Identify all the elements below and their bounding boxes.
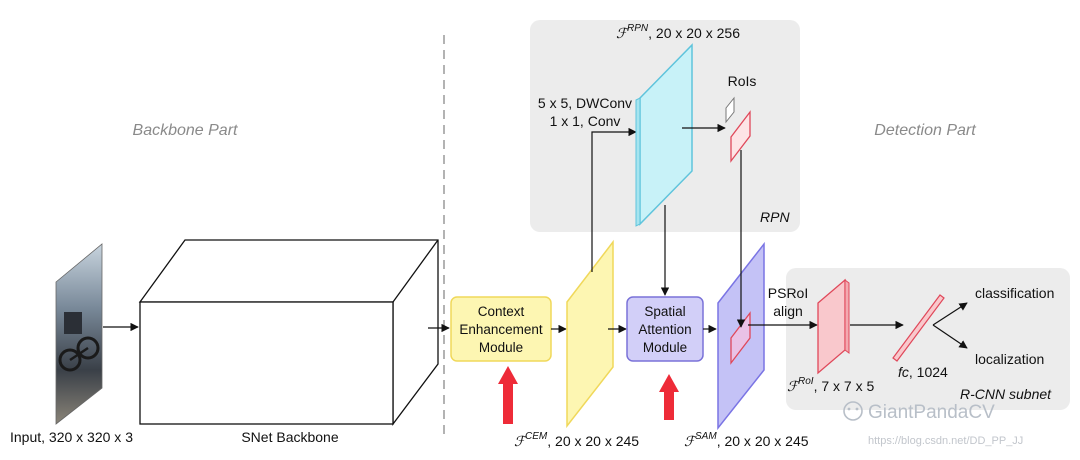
input-image xyxy=(55,243,103,425)
rcnn-panel xyxy=(786,268,1070,410)
backbone-part-title: Backbone Part xyxy=(133,122,239,139)
roi-feature-label: ℱRoI, 7 x 7 x 5 xyxy=(787,376,874,394)
psroi-label-line1: PSRoI xyxy=(768,285,808,301)
rpn-feature-map-edge xyxy=(635,97,641,227)
rois-label: RoIs xyxy=(728,73,757,89)
wechat-icon xyxy=(843,401,863,421)
arrow-fc-localization xyxy=(932,324,968,349)
snet-backbone-box xyxy=(138,239,439,426)
rcnn-subnet-label: R-CNN subnet xyxy=(960,386,1052,402)
rpn-conv-label-line1: 5 x 5, DWConv xyxy=(538,95,632,111)
backbone-label: SNet Backbone xyxy=(241,429,338,445)
roi-box xyxy=(730,110,751,163)
roi-small-box xyxy=(725,96,735,124)
watermark-url: https://blog.csdn.net/DD_PP_JJ xyxy=(868,435,1023,447)
arrow-fc-classification xyxy=(932,302,968,326)
sam-label-line2: Attention xyxy=(638,322,691,337)
localization-label: localization xyxy=(975,351,1044,367)
rpn-region-label: RPN xyxy=(760,209,790,225)
roi-feature-map-edge xyxy=(844,279,850,354)
fc-label: fc, 1024 xyxy=(898,364,948,380)
rpn-conv-label-line2: 1 x 1, Conv xyxy=(550,113,621,129)
detection-part-title: Detection Part xyxy=(874,122,976,139)
cem-label-line1: Context xyxy=(478,304,525,319)
cem-highlight-arrow xyxy=(498,366,518,424)
watermark: GiantPandaCV https://blog.csdn.net/DD_PP… xyxy=(843,401,1023,447)
cem-feature-map xyxy=(566,239,614,429)
cem-feature-label: ℱCEM, 20 x 20 x 245 xyxy=(514,431,639,449)
fc-layer xyxy=(892,294,945,362)
cem-label-line2: Enhancement xyxy=(459,322,543,337)
sam-feature-label: ℱSAM, 20 x 20 x 245 xyxy=(684,431,809,449)
rpn-feature-label: ℱRPN, 20 x 20 x 256 xyxy=(616,23,740,41)
sam-label-line1: Spatial xyxy=(644,304,685,319)
cem-label-line3: Module xyxy=(479,340,523,355)
input-label: Input, 320 x 320 x 3 xyxy=(10,429,133,445)
sam-label-line3: Module xyxy=(643,340,687,355)
psroi-label-line2: align xyxy=(773,303,803,319)
sam-highlight-arrow xyxy=(659,374,679,420)
classification-label: classification xyxy=(975,285,1054,301)
arrow-cem-rpn xyxy=(591,127,637,272)
watermark-brand: GiantPandaCV xyxy=(868,402,995,423)
